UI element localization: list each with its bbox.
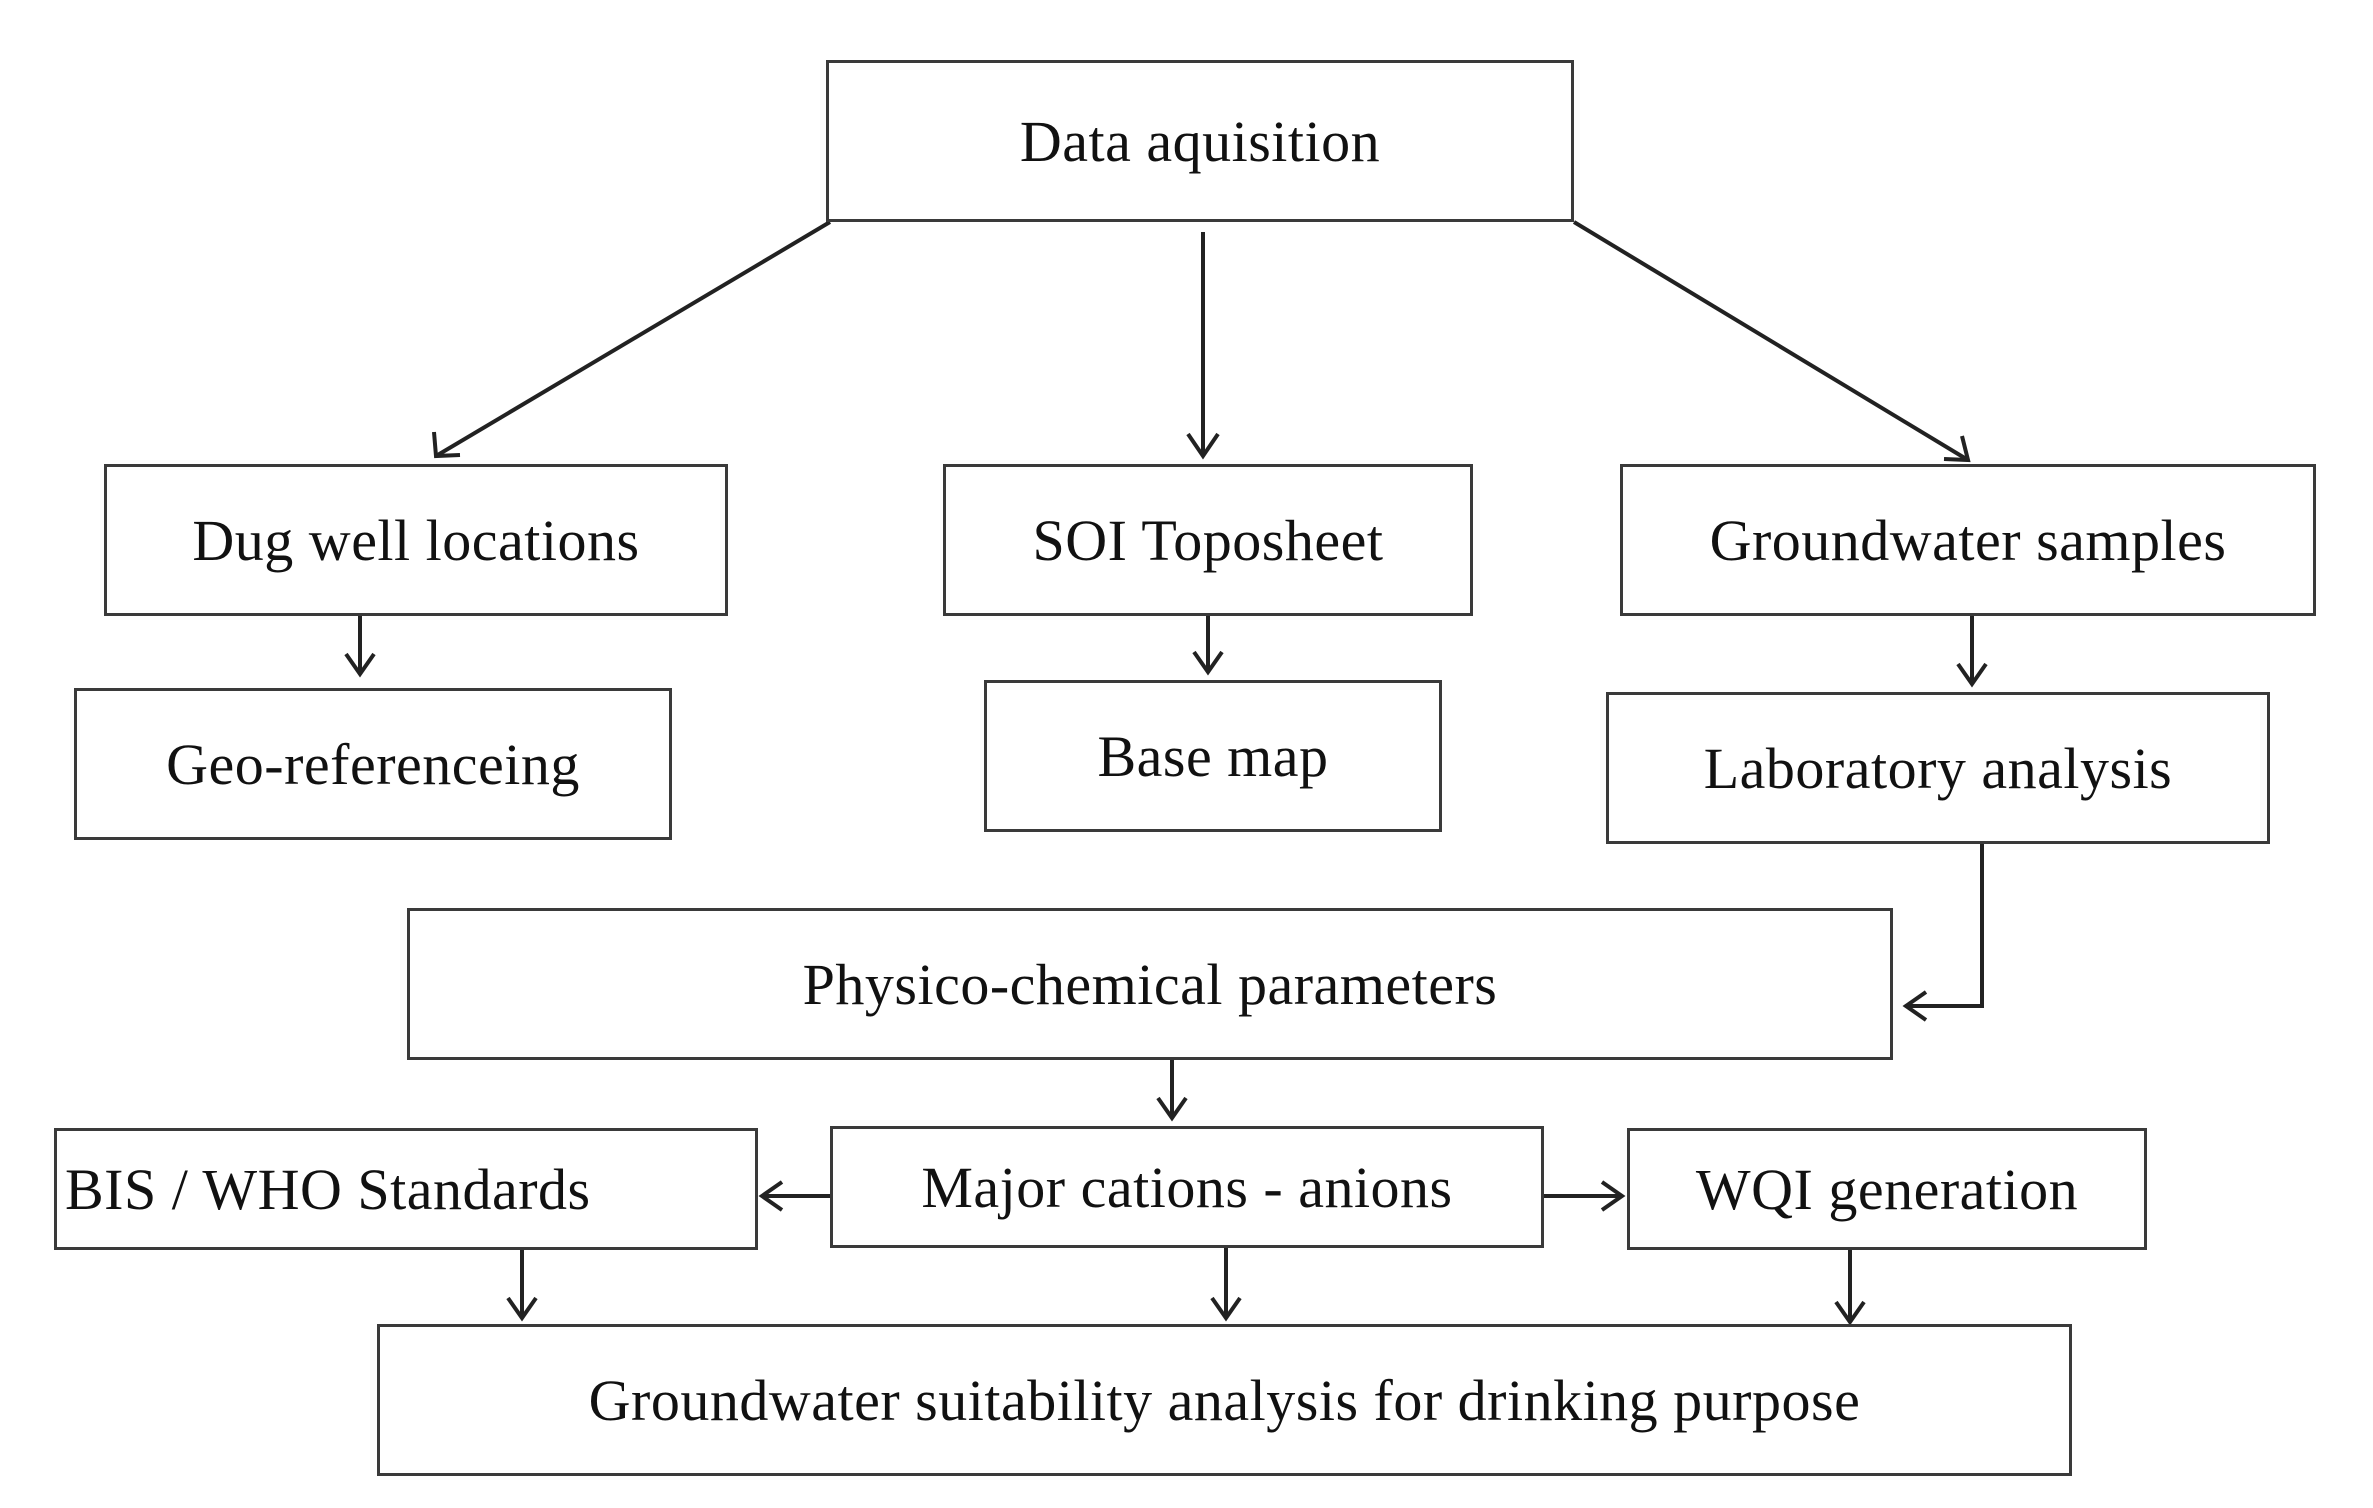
node-wqi-generation: WQI generation <box>1627 1128 2147 1250</box>
node-label: Physico-chemical parameters <box>802 951 1498 1017</box>
arrow-acquisition-to-soi <box>1186 232 1220 460</box>
arrow-physico-to-major <box>1156 1060 1188 1122</box>
node-groundwater-suitability: Groundwater suitability analysis for dri… <box>377 1324 2072 1476</box>
node-data-acquisition: Data aquisition <box>826 60 1574 222</box>
node-label: BIS / WHO Standards <box>65 1156 591 1222</box>
node-major-cations-anions: Major cations - anions <box>830 1126 1544 1248</box>
node-label: Dug well locations <box>192 507 640 573</box>
node-geo-referencing: Geo-referenceing <box>74 688 672 840</box>
arrow-major-to-suitability <box>1210 1248 1242 1322</box>
node-physico-chemical-parameters: Physico-chemical parameters <box>407 908 1893 1060</box>
node-label: Laboratory analysis <box>1703 735 2173 801</box>
node-label: Groundwater samples <box>1709 507 2227 573</box>
arrow-major-to-bis <box>758 1180 830 1212</box>
arrow-gw-samples-to-lab <box>1956 616 1988 688</box>
node-soi-toposheet: SOI Toposheet <box>943 464 1473 616</box>
node-label: Geo-referenceing <box>166 731 580 797</box>
arrow-wqi-to-suitability <box>1834 1250 1866 1326</box>
arrow-acquisition-to-gw-samples <box>1572 220 1971 463</box>
node-label: SOI Toposheet <box>1032 507 1384 573</box>
node-bis-who-standards: BIS / WHO Standards <box>54 1128 758 1250</box>
arrow-bis-to-suitability <box>506 1250 538 1322</box>
node-label: WQI generation <box>1695 1156 2079 1222</box>
node-laboratory-analysis: Laboratory analysis <box>1606 692 2270 844</box>
node-label: Major cations - anions <box>921 1154 1453 1220</box>
arrow-major-to-wqi <box>1544 1180 1626 1212</box>
node-base-map: Base map <box>984 680 1442 832</box>
node-dug-well-locations: Dug well locations <box>104 464 728 616</box>
arrow-dug-well-to-georef <box>344 616 376 678</box>
node-label: Base map <box>1097 723 1329 789</box>
node-label: Data aquisition <box>1019 108 1381 174</box>
arrow-acquisition-to-dug-well <box>432 220 832 459</box>
arrow-soi-to-basemap <box>1192 616 1224 676</box>
node-groundwater-samples: Groundwater samples <box>1620 464 2316 616</box>
arrow-lab-to-physico <box>1902 844 1984 1022</box>
node-label: Groundwater suitability analysis for dri… <box>588 1367 1861 1433</box>
